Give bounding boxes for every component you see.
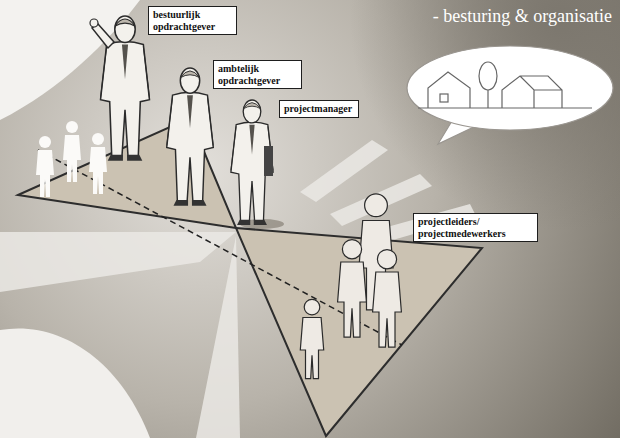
person-figure <box>338 240 367 338</box>
label-box: projectleiders/ projectmedewerkers <box>413 213 538 242</box>
thumb-up <box>90 19 98 27</box>
label-text: projectleiders/ projectmedewerkers <box>418 216 533 239</box>
label-box: projectmanager <box>279 100 359 118</box>
person-figure <box>36 136 54 197</box>
person-figure <box>89 133 107 194</box>
lower-triangle <box>236 228 482 436</box>
raised-arm <box>92 24 114 48</box>
businessman-figure <box>231 100 273 225</box>
person-figure <box>373 250 402 348</box>
dashed-axis <box>38 150 402 345</box>
folder <box>264 146 273 176</box>
label-text: bestuurlijk opdrachtgever <box>153 9 232 32</box>
page-title: - besturing & organisatie <box>433 6 612 28</box>
label-text: projectmanager <box>284 103 354 115</box>
person-figure <box>63 121 81 182</box>
businessman-figure <box>167 68 214 206</box>
label-text: ambtelijk opdrachtgever <box>218 63 297 86</box>
person-figure <box>300 299 323 378</box>
label-box: bestuurlijk opdrachtgever <box>148 6 237 35</box>
label-box: ambtelijk opdrachtgever <box>213 60 302 89</box>
speech-bubble <box>407 46 613 130</box>
houses-sketch <box>418 62 592 108</box>
